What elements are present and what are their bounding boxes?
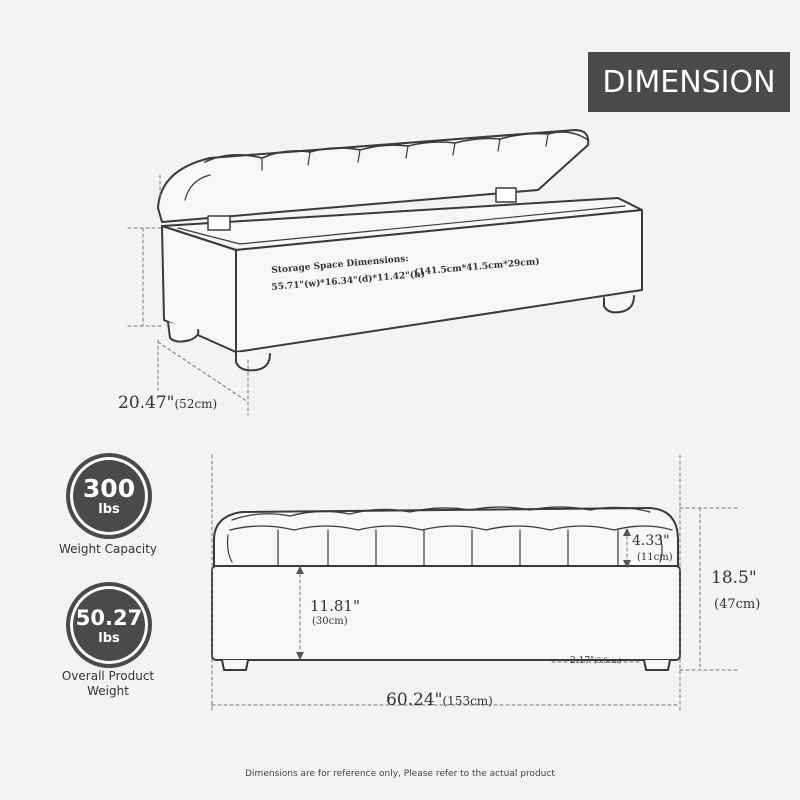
cushion-height-inches: 4.33" [632,533,670,549]
depth-cm: (52cm) [174,397,218,411]
width-inches: 60.24" [386,690,443,710]
weight-capacity-label: Weight Capacity [58,542,158,556]
total-height-inches: 18.5" [711,568,757,588]
weight-capacity-badge: 300 lbs [66,453,152,539]
hinge [495,187,517,203]
leg [603,295,635,314]
weight-capacity-unit: lbs [98,501,120,517]
dimension-header: DIMENSION [588,52,790,112]
depth-inches: 20.47" [118,393,175,413]
leg-height-cm: (5.5cm) [594,657,622,665]
leg [643,659,671,671]
weight-capacity-value: 300 [82,473,136,503]
product-weight-label-line1: Overall Product [61,669,155,683]
leg-height-inches: 2.17" [570,656,595,666]
product-weight-label-line2: Weight [87,684,129,698]
leg-height: 2.17"(5.5cm) [570,656,621,666]
width-cm: (153cm) [442,694,493,708]
base [211,565,681,661]
cushion-height-cm: (11cm) [637,552,673,563]
product-weight-badge: 50.27 lbs [66,582,152,668]
cushion [213,507,679,569]
disclaimer-footer: Dimensions are for reference only, Pleas… [245,769,555,779]
leg [235,351,271,372]
base-height-cm: (30cm) [312,616,348,627]
product-weight-unit: lbs [98,630,120,646]
leg [221,659,249,671]
product-weight-label: Overall Product Weight [43,669,173,699]
width-dimension: 60.24"(153cm) [386,690,493,710]
product-weight-value: 50.27 [75,605,143,630]
base-height-inches: 11.81" [310,597,360,615]
leg [167,321,200,343]
hinge [207,215,231,231]
depth-dimension: 20.47"(52cm) [118,393,217,413]
total-height-cm: (47cm) [714,597,761,612]
